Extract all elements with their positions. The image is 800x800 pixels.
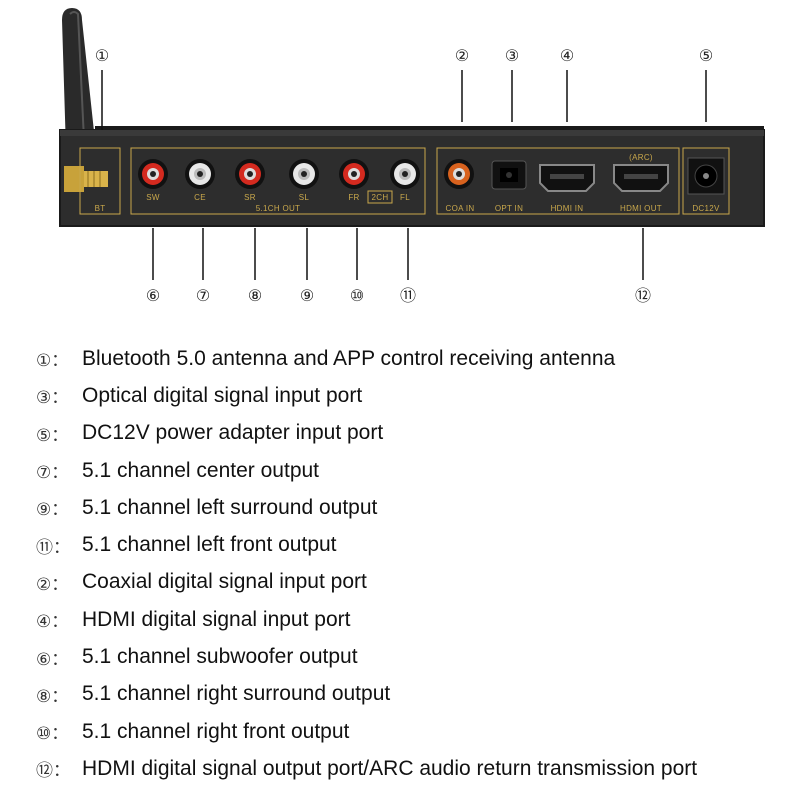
legend-text: 5.1 channel subwoofer output <box>82 645 358 669</box>
legend-number: ⑧ <box>36 682 82 707</box>
legend-number: ② <box>36 570 82 595</box>
legend-item: ⑨5.1 channel left surround output <box>36 489 796 526</box>
label-2ch: 2CH <box>372 193 389 202</box>
label-hdmi-in: HDMI IN <box>551 204 584 213</box>
label-arc: (ARC) <box>629 153 653 162</box>
callout-11: ⑪ <box>400 286 416 305</box>
label-sw: SW <box>146 193 160 202</box>
legend-item: ⑥5.1 channel subwoofer output <box>36 638 796 675</box>
rca-jack-fl <box>390 159 420 189</box>
dc-frame <box>682 147 730 215</box>
legend-text: 5.1 channel left surround output <box>82 495 378 519</box>
analog-out-frame <box>130 147 426 215</box>
label-fl: FL <box>400 193 410 202</box>
legend-item: ②Coaxial digital signal input port <box>36 564 796 601</box>
legend-number: ① <box>36 346 82 371</box>
legend-text: Bluetooth 5.0 antenna and APP control re… <box>82 346 616 370</box>
legend-text: 5.1 channel left front output <box>82 533 337 557</box>
port-legend-list: ①Bluetooth 5.0 antenna and APP control r… <box>36 340 796 788</box>
label-coa-in: COA IN <box>446 204 475 213</box>
label-fr: FR <box>348 193 359 202</box>
legend-number: ⑦ <box>36 458 82 483</box>
callout-2: ② <box>455 46 469 65</box>
device-rear-panel-diagram: BT SW CE SR SL FR 2CH FL 5.1CH OUT COA I… <box>59 8 765 305</box>
label-2ch-box <box>367 190 393 204</box>
callout-8: ⑧ <box>248 286 262 305</box>
callout-1: ① <box>95 46 109 65</box>
rca-jack-coaxial <box>444 159 474 189</box>
label-bt: BT <box>95 204 106 213</box>
rca-jack-sr <box>235 159 265 189</box>
legend-item: ⑧5.1 channel right surround output <box>36 676 796 713</box>
hdmi-in-port <box>539 164 595 192</box>
legend-text: HDMI digital signal input port <box>82 607 351 631</box>
hdmi-out-port <box>613 164 669 192</box>
rca-jack-sw <box>138 159 168 189</box>
legend-text: HDMI digital signal output port/ARC audi… <box>82 756 698 780</box>
legend-number: ⑫ <box>36 756 82 781</box>
label-51ch-out: 5.1CH OUT <box>256 204 301 213</box>
rca-jack-ce <box>185 159 215 189</box>
legend-text: Optical digital signal input port <box>82 383 363 407</box>
legend-text: 5.1 channel center output <box>82 458 320 482</box>
label-opt-in: OPT IN <box>495 204 523 213</box>
label-hdmi-out: HDMI OUT <box>620 204 662 213</box>
legend-item: ③Optical digital signal input port <box>36 377 796 414</box>
legend-item: ①Bluetooth 5.0 antenna and APP control r… <box>36 340 796 377</box>
legend-item: ⑪5.1 channel left front output <box>36 526 796 563</box>
callout-12: ⑫ <box>635 286 651 305</box>
legend-number: ⑩ <box>36 719 82 744</box>
legend-item: ⑦5.1 channel center output <box>36 452 796 489</box>
callout-6: ⑥ <box>146 286 160 305</box>
legend-item: ④HDMI digital signal input port <box>36 601 796 638</box>
rca-jack-fr <box>339 159 369 189</box>
legend-item: ⑤DC12V power adapter input port <box>36 415 796 452</box>
label-sr: SR <box>244 193 256 202</box>
legend-number: ⑥ <box>36 645 82 670</box>
legend-number: ⑪ <box>36 533 82 558</box>
legend-number: ④ <box>36 607 82 632</box>
bt-antenna-connector <box>64 166 108 192</box>
label-dc12v: DC12V <box>692 204 720 213</box>
device-body <box>59 126 765 227</box>
callout-9: ⑨ <box>300 286 314 305</box>
leader-lines <box>101 70 707 280</box>
digital-io-frame <box>436 147 680 215</box>
label-sl: SL <box>299 193 310 202</box>
dc-power-jack <box>687 157 725 195</box>
callout-5: ⑤ <box>699 46 713 65</box>
legend-number: ③ <box>36 383 82 408</box>
callout-7: ⑦ <box>196 286 210 305</box>
legend-text: DC12V power adapter input port <box>82 421 384 445</box>
callout-3: ③ <box>505 46 519 65</box>
callout-10: ⑩ <box>350 286 364 305</box>
legend-text: Coaxial digital signal input port <box>82 570 367 594</box>
legend-text: 5.1 channel right surround output <box>82 682 391 706</box>
legend-number: ⑨ <box>36 495 82 520</box>
label-ce: CE <box>194 193 206 202</box>
optical-port <box>491 160 527 190</box>
legend-number: ⑤ <box>36 421 82 446</box>
bt-frame <box>79 147 121 215</box>
legend-item: ⑩5.1 channel right front output <box>36 713 796 750</box>
legend-text: 5.1 channel right front output <box>82 719 350 743</box>
rca-jack-sl <box>289 159 319 189</box>
callout-4: ④ <box>560 46 574 65</box>
legend-item: ⑫HDMI digital signal output port/ARC aud… <box>36 750 796 787</box>
